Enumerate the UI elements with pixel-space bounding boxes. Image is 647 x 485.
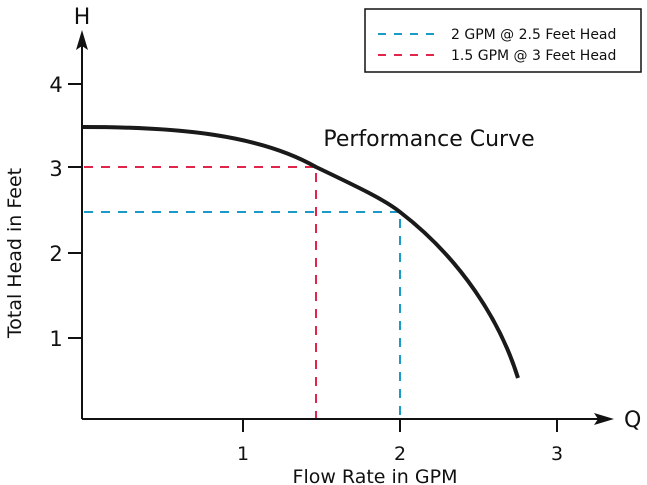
y-axis-arrow-icon [76, 30, 88, 50]
legend-label-1: 2 GPM @ 2.5 Feet Head [451, 27, 616, 43]
performance-curve [82, 125, 520, 379]
y-tick-4: 4 [49, 73, 62, 97]
x-tick-1: 1 [237, 443, 249, 465]
legend-label-2: 1.5 GPM @ 3 Feet Head [451, 48, 616, 64]
y-tick-2: 2 [49, 242, 62, 266]
reference-line-blue [84, 211, 401, 419]
chart-title: Performance Curve [323, 127, 534, 152]
reference-line-red [84, 166, 317, 419]
y-axis-label: Total Head in Feet [4, 168, 26, 339]
y-axis-symbol: H [74, 5, 91, 30]
legend: 2 GPM @ 2.5 Feet Head 1.5 GPM @ 3 Feet H… [364, 8, 642, 73]
x-axis-label: Flow Rate in GPM [293, 466, 458, 485]
x-tick-3: 3 [551, 443, 563, 465]
y-tick-1: 1 [49, 327, 62, 351]
x-axis-arrow-icon [594, 413, 614, 425]
reference-lines [84, 166, 401, 419]
axes [68, 30, 614, 432]
x-axis-symbol: Q [624, 408, 641, 433]
tick-labels: 4 3 2 1 1 2 3 [49, 73, 563, 465]
x-tick-2: 2 [394, 443, 406, 465]
y-tick-3: 3 [49, 157, 62, 181]
